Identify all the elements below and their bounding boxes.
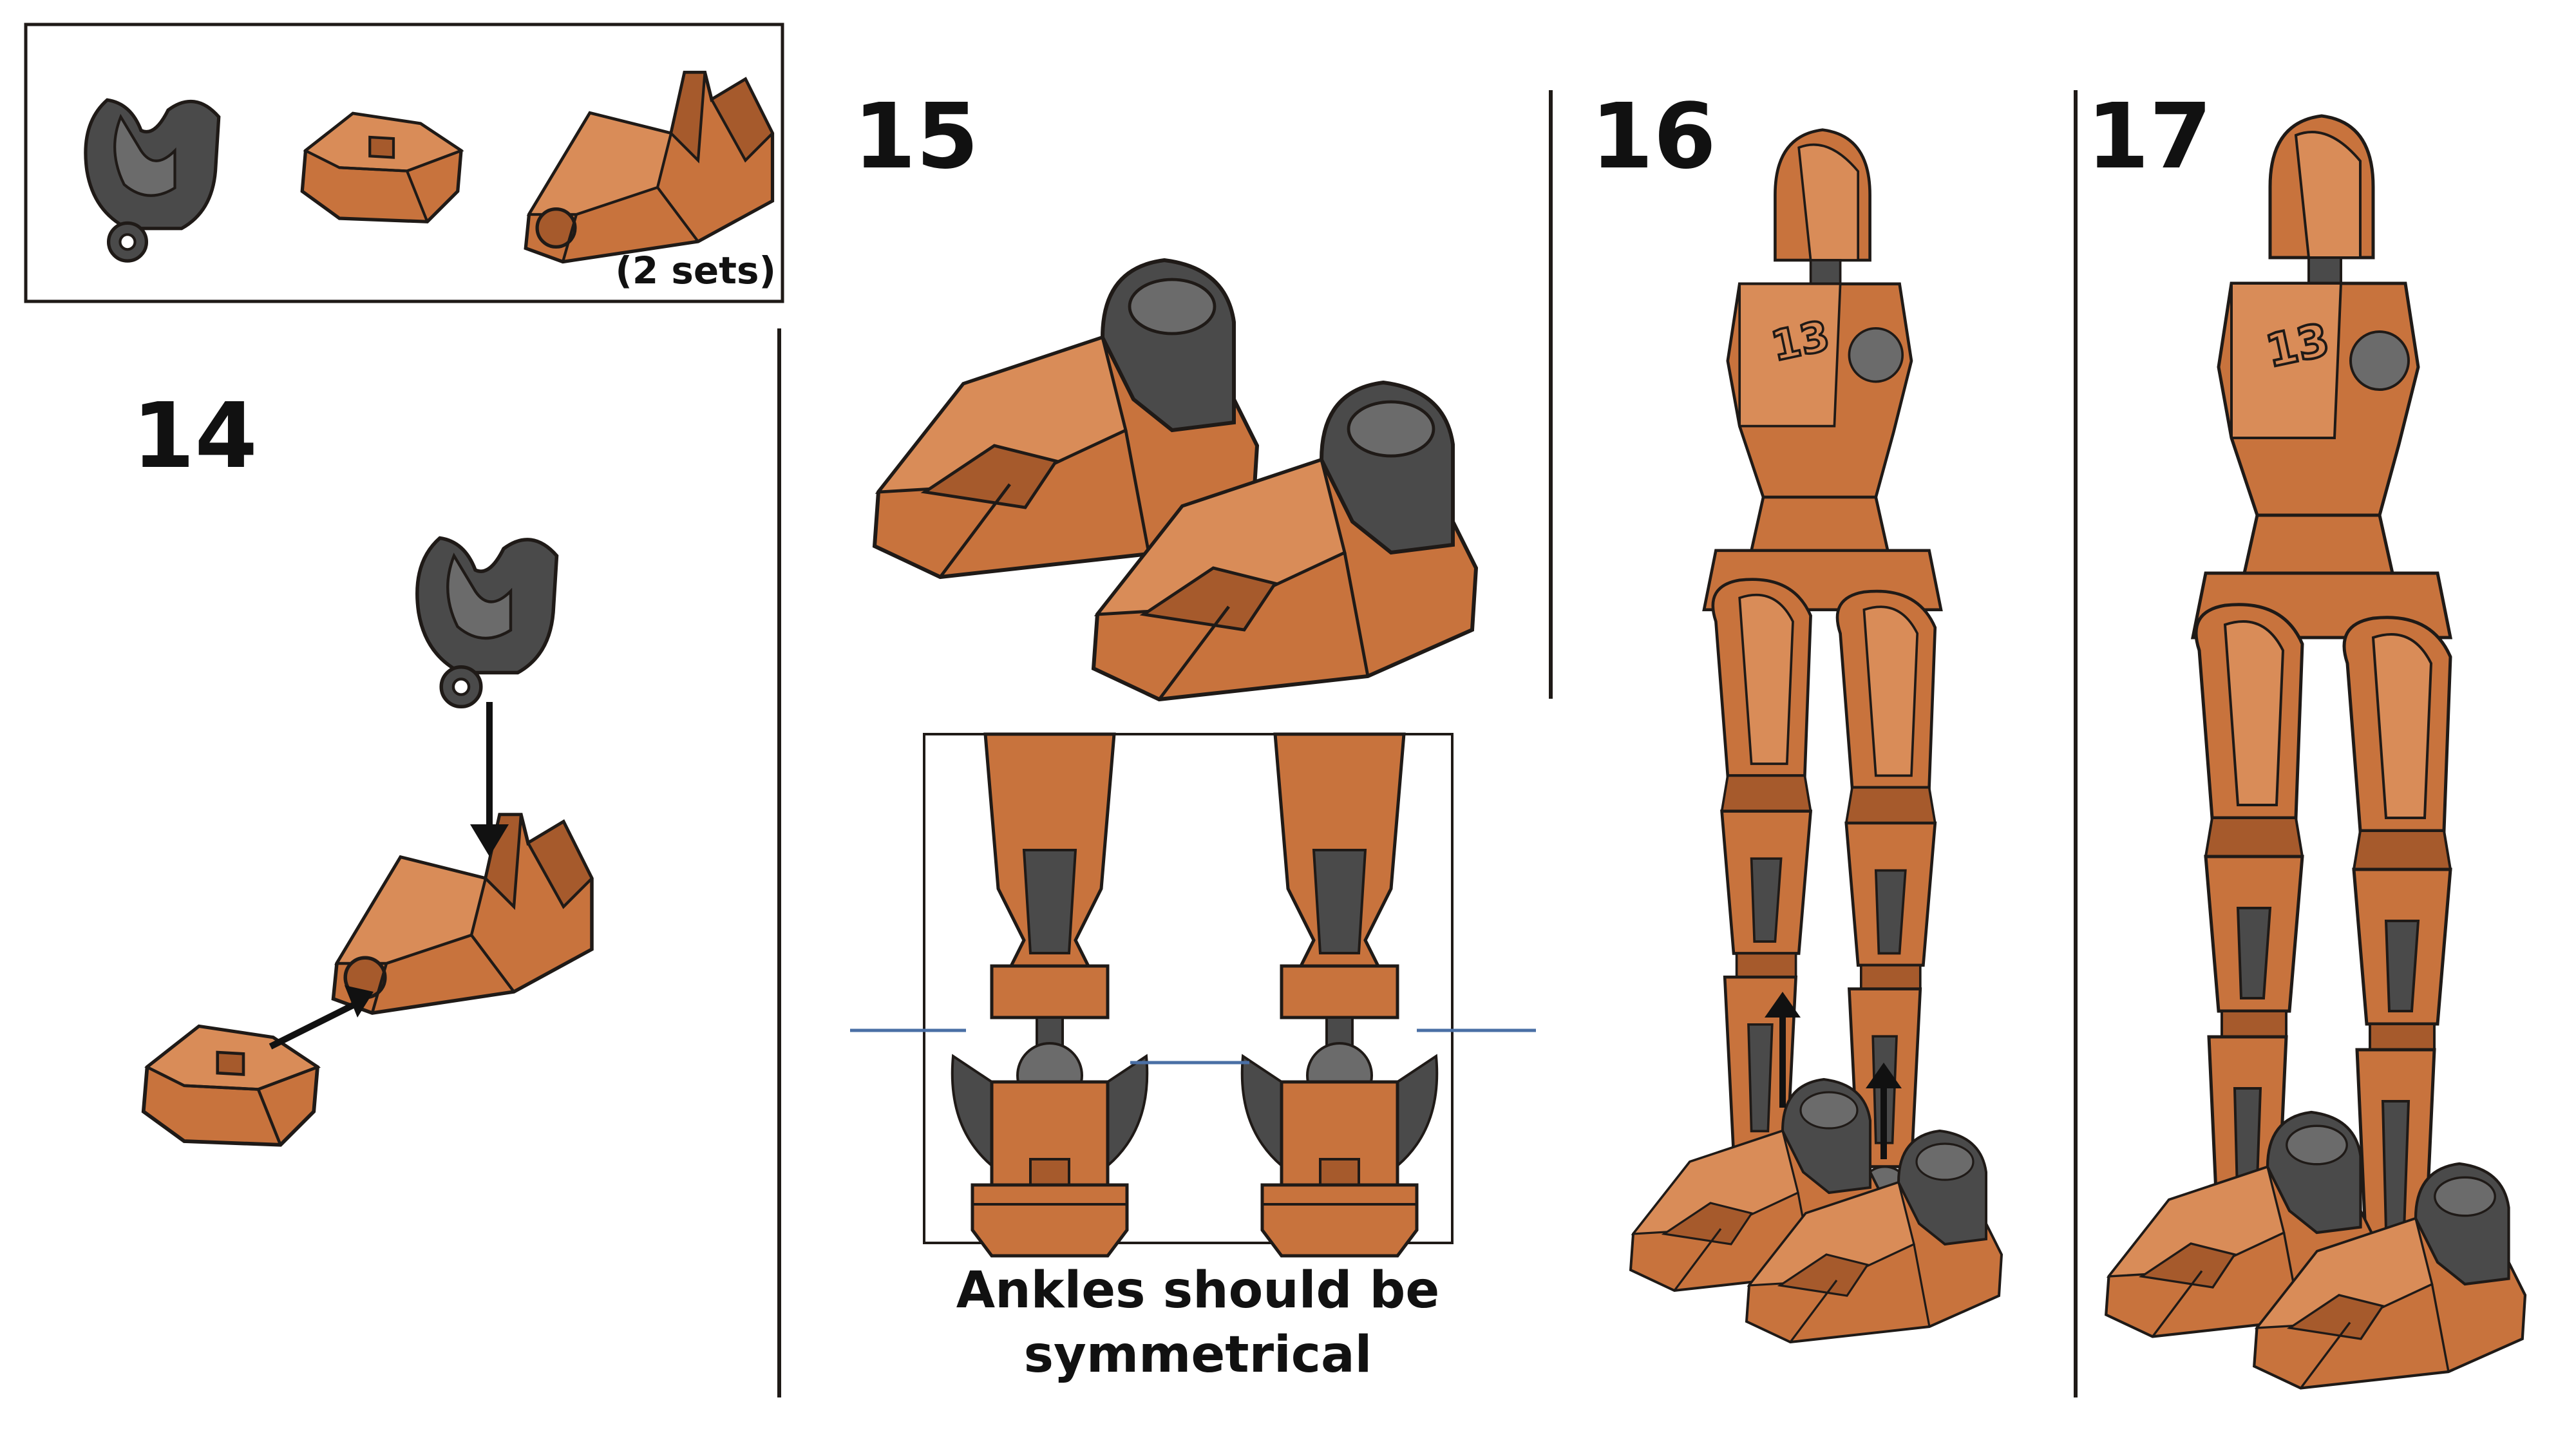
ankle-note-line2: symmetrical: [1024, 1326, 1372, 1384]
assembly-arrow-icon: [1765, 992, 1801, 1108]
step-16: 16: [1591, 84, 2002, 1342]
figure-exploded-icon: [1704, 130, 1941, 1216]
step-14: 14: [132, 384, 592, 1145]
toe-cap-icon: [144, 1027, 317, 1145]
parts-box: (2 sets): [24, 23, 784, 303]
assembly-arrow-icon: [269, 985, 374, 1050]
ankle-note-line1: Ankles should be: [956, 1262, 1440, 1320]
foot-body-icon: [334, 815, 592, 1013]
step-17-number: 17: [2087, 84, 2212, 189]
sets-label: (2 sets): [615, 249, 776, 292]
ankle-detail-box: [850, 734, 1536, 1256]
step-16-number: 16: [1591, 84, 1716, 189]
step-17: 17: [2087, 84, 2525, 1388]
assembly-arrow-icon: [470, 702, 509, 857]
step-15-number: 15: [853, 84, 979, 189]
assembly-arrow-icon: [1866, 1063, 1902, 1159]
step-14-number: 14: [132, 384, 258, 489]
ankle-socket-icon: [417, 538, 557, 707]
figure-assembled-icon: [2193, 116, 2450, 1264]
step-15: 15 Ankles should be symmetrical: [850, 84, 1536, 1384]
